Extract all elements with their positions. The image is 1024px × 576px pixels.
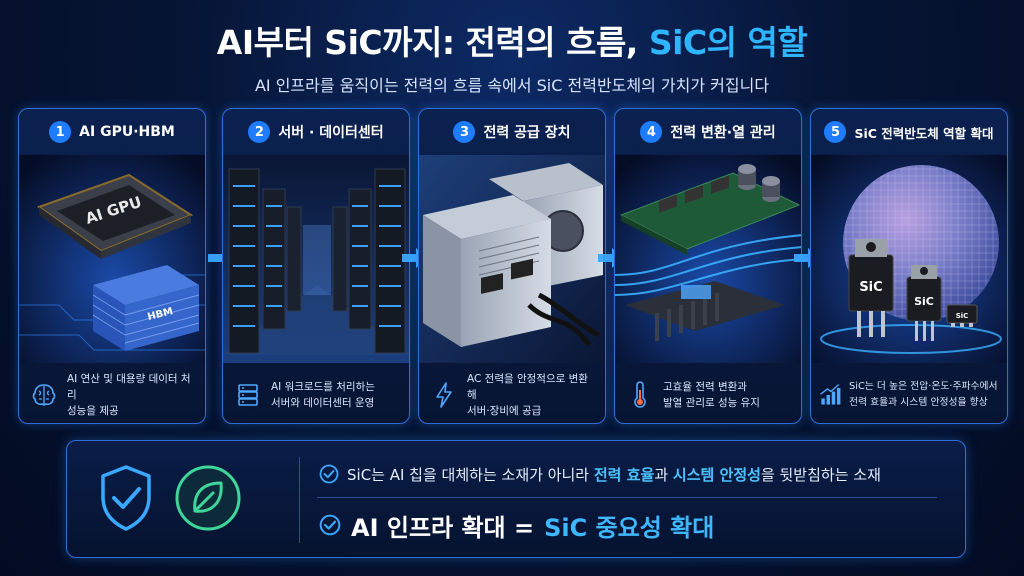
summary-line-1: SiC는 AI 칩을 대체하는 소재가 아니라 전력 효율과 시스템 안정성을 … — [319, 459, 881, 489]
description-text: AC 전력을 안정적으로 변환해 서버·장비에 공급 — [467, 373, 588, 417]
gpu-chip: AI GPU — [36, 173, 194, 259]
server-racks-right — [332, 168, 406, 354]
description-text: AI 연산 및 대용량 데이터 처리 성능을 제공 — [67, 373, 191, 417]
card-description: AC 전력을 안정적으로 변환해 서버·장비에 공급 — [419, 365, 605, 423]
psu-unit-front — [423, 195, 551, 347]
card-header: 1 AI GPU·HBM — [19, 109, 205, 155]
card-header: 3 전력 공급 장치 — [419, 109, 605, 155]
power-supply-illustration — [419, 155, 605, 363]
card-header: 4 전력 변환·열 관리 — [615, 109, 801, 155]
card-title: 전력 공급 장치 — [483, 125, 571, 141]
datacenter-illustration — [223, 155, 409, 363]
hbm-stack: HBM — [92, 265, 200, 351]
check-circle-icon — [319, 514, 341, 536]
page-subtitle: AI 인프라를 움직이는 전력의 흐름 속에서 SiC 전력반도체의 가치가 커… — [254, 76, 770, 95]
step-card-5: 5 SiC 전력반도체 역할 확대 — [810, 108, 1008, 424]
highlight-system-stability: 시스템 안정성 — [672, 465, 761, 484]
summary-panel: SiC는 AI 칩을 대체하는 소재가 아니라 전력 효율과 시스템 안정성을 … — [66, 440, 966, 558]
bar-chart-up-icon — [820, 384, 841, 405]
leaf-icon — [175, 465, 241, 531]
sic-transistor-2: SiC — [906, 265, 942, 341]
card-header: 2 서버 · 데이터센터 — [223, 109, 409, 155]
equation-right: SiC 중요성 확대 — [544, 513, 715, 542]
thermometer-icon — [634, 381, 646, 408]
card-title: SiC 전력반도체 역할 확대 — [854, 125, 994, 141]
title-accent: SiC의 역할 — [648, 23, 808, 62]
step-number: 5 — [824, 121, 847, 143]
description-text: AI 워크로드를 처리하는 서버와 데이터센터 운영 — [271, 381, 375, 409]
lightning-icon — [436, 382, 452, 408]
server-racks-left — [228, 168, 302, 354]
card-title: 서버 · 데이터센터 — [278, 125, 384, 141]
card-description: AI 연산 및 대용량 데이터 처리 성능을 제공 — [19, 365, 205, 423]
title-main: AI부터 SiC까지: 전력의 흐름, — [216, 23, 639, 62]
heat-sink — [625, 281, 785, 341]
summary-line-2: AI 인프라 확대 = SiC 중요성 확대 — [319, 505, 714, 545]
divider-horizontal — [317, 497, 937, 498]
equation-left: AI 인프라 확대 = — [351, 513, 535, 542]
gpu-hbm-illustration: AI GPU HBM — [19, 155, 205, 363]
card-title: 전력 변환·열 관리 — [670, 125, 776, 141]
shield-check-icon — [101, 465, 151, 531]
card-header: 5 SiC 전력반도체 역할 확대 — [811, 109, 1007, 155]
card-description: AI 워크로드를 처리하는 서버와 데이터센터 운영 — [223, 365, 409, 423]
card-description: SiC는 더 높은 전압·온도·주파수에서 전력 효율과 시스템 안정성을 향상 — [811, 365, 1007, 423]
card-title: AI GPU·HBM — [79, 124, 175, 140]
card-description: 고효율 전력 변환과 발열 관리로 성능 유지 — [615, 365, 801, 423]
sic-chip-label: SiC — [914, 295, 934, 308]
step-number: 3 — [453, 121, 476, 143]
check-circle-icon — [319, 464, 339, 484]
description-text: SiC는 더 높은 전압·온도·주파수에서 전력 효율과 시스템 안정성을 향상 — [849, 381, 998, 408]
summary-text: 과 — [654, 465, 669, 484]
step-number: 2 — [248, 121, 271, 143]
highlight-power-efficiency: 전력 효율 — [593, 465, 655, 484]
server-icon — [238, 384, 258, 406]
summary-text: 을 뒷받침하는 소재 — [760, 465, 881, 484]
step-number: 1 — [49, 121, 72, 143]
sic-smd-chip: SiC — [946, 304, 978, 327]
step-card-3: 3 전력 공급 장치 — [418, 108, 606, 424]
page-title: AI부터 SiC까지: 전력의 흐름, SiC의 역할 — [0, 16, 1024, 62]
sic-wafer-illustration: SiC SiC SiC — [811, 155, 1007, 363]
step-card-2: 2 서버 · 데이터센터 — [222, 108, 410, 424]
sic-chip-label: SiC — [859, 280, 882, 295]
summary-text: SiC는 AI 칩을 대체하는 소재가 아니라 — [347, 465, 590, 484]
circuit-board — [619, 164, 801, 255]
divider-vertical — [299, 457, 300, 543]
step-number: 4 — [640, 121, 663, 143]
step-card-1: 1 AI GPU·HBM AI GPU — [18, 108, 206, 424]
description-text: 고효율 전력 변환과 발열 관리로 성능 유지 — [663, 381, 760, 409]
brain-icon — [32, 384, 56, 406]
power-conversion-illustration — [615, 155, 801, 363]
step-card-4: 4 전력 변환·열 관리 — [614, 108, 802, 424]
sic-transistor-1: SiC — [848, 239, 894, 337]
sic-chip-label: SiC — [956, 312, 969, 320]
